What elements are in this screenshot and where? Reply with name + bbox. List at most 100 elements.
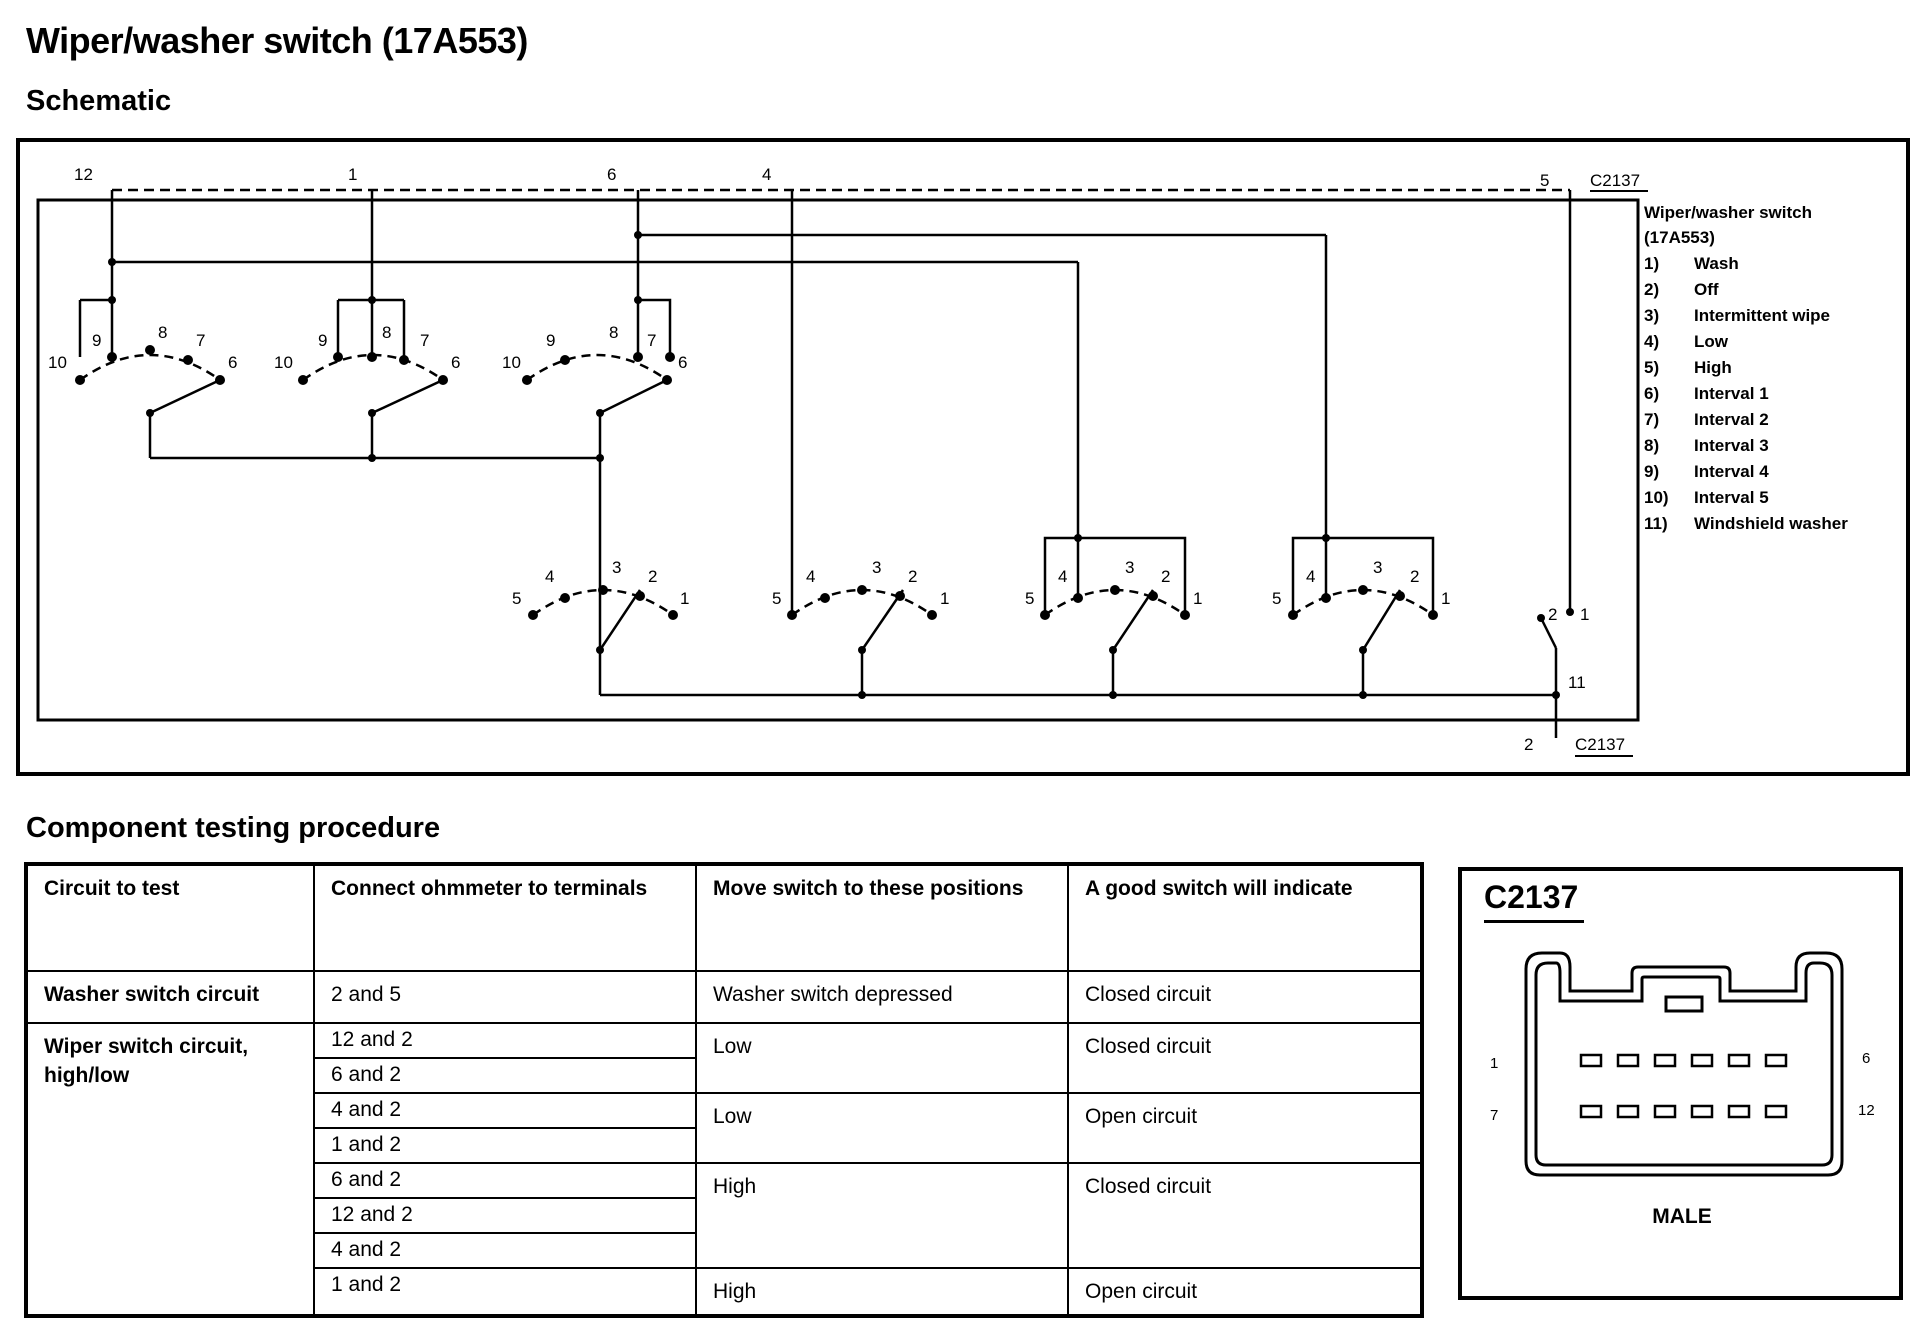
svg-text:2: 2 (648, 567, 657, 586)
svg-text:Wash: Wash (1694, 254, 1739, 273)
connector-pin-label-7: 7 (1490, 1107, 1498, 1124)
svg-text:1: 1 (680, 589, 689, 608)
table-row: 4 and 2 (26, 1232, 1422, 1269)
svg-text:6): 6) (1644, 384, 1659, 403)
svg-text:5): 5) (1644, 358, 1659, 377)
connector-outline-outer (1524, 951, 1844, 1177)
procedure-heading: Component testing procedure (26, 812, 441, 844)
table-header-row: Circuit to test Connect ohmmeter to term… (25, 863, 1423, 972)
svg-text:8: 8 (609, 323, 618, 342)
switch-legend: Wiper/washer switch (17A553) 1)Wash 2)Of… (1644, 203, 1848, 533)
svg-text:6: 6 (451, 353, 460, 372)
svg-text:4): 4) (1644, 332, 1659, 351)
svg-text:4: 4 (1058, 567, 1067, 586)
svg-text:4: 4 (1306, 567, 1315, 586)
svg-text:3: 3 (1125, 558, 1134, 577)
svg-text:2): 2) (1644, 280, 1659, 299)
table-row: 1 and 2 (26, 1127, 1422, 1164)
svg-text:4: 4 (545, 567, 554, 586)
svg-text:Interval 5: Interval 5 (1694, 488, 1769, 507)
connector-outline-inner (1534, 961, 1834, 1167)
svg-text:Off: Off (1694, 280, 1719, 299)
connector-pin-label-6: 6 (1862, 1050, 1870, 1067)
svg-text:Intermittent wipe: Intermittent wipe (1694, 306, 1830, 325)
header-circuit: Circuit to test (25, 863, 315, 972)
svg-text:10: 10 (502, 353, 521, 372)
svg-text:1: 1 (940, 589, 949, 608)
svg-text:4: 4 (806, 567, 815, 586)
schematic-heading: Schematic (26, 85, 172, 117)
svg-text:3): 3) (1644, 306, 1659, 325)
connector-face-diagram: 1 6 7 12 MALE (1490, 951, 1875, 1228)
header-indication: A good switch will indicate (1067, 863, 1423, 972)
svg-text:5: 5 (1272, 589, 1281, 608)
terminal-label-11: 11 (1568, 673, 1586, 692)
pin-label-6: 6 (607, 165, 616, 184)
connector-pin-row-2 (1579, 1104, 1788, 1119)
svg-text:10: 10 (274, 353, 293, 372)
svg-text:7): 7) (1644, 410, 1659, 429)
svg-text:High: High (1694, 358, 1732, 377)
svg-text:9: 9 (546, 331, 555, 350)
svg-text:Windshield washer: Windshield washer (1694, 514, 1848, 533)
svg-text:Wiper/washer switch: Wiper/washer switch (1644, 203, 1812, 222)
washer-contact-2: 2 (1548, 605, 1557, 624)
table-row: 6 and 2 High Closed circuit (26, 1162, 1423, 1269)
svg-text:3: 3 (872, 558, 881, 577)
svg-text:2: 2 (1161, 567, 1170, 586)
svg-text:10): 10) (1644, 488, 1669, 507)
table-row: 1 and 2 High Open circuit (26, 1267, 1423, 1317)
connector-pin-row-1 (1579, 1053, 1788, 1068)
svg-text:3: 3 (1373, 558, 1382, 577)
washer-contact-1: 1 (1580, 605, 1589, 624)
svg-text:Interval 1: Interval 1 (1694, 384, 1769, 403)
svg-text:11): 11) (1644, 514, 1668, 533)
pin-label-5: 5 (1540, 171, 1549, 190)
connector-pin-label-1: 1 (1490, 1055, 1498, 1072)
table-row: Washer switch circuit 2 and 5 Washer swi… (25, 970, 1423, 1024)
svg-text:8: 8 (158, 323, 167, 342)
testing-procedure-table: Circuit to test Connect ohmmeter to term… (24, 862, 1424, 1318)
svg-text:1: 1 (1441, 589, 1450, 608)
svg-text:6: 6 (678, 353, 687, 372)
svg-text:9): 9) (1644, 462, 1659, 481)
svg-text:2: 2 (908, 567, 917, 586)
svg-text:10: 10 (48, 353, 67, 372)
schematic-outer-frame (16, 138, 1910, 776)
svg-text:9: 9 (318, 331, 327, 350)
svg-text:6: 6 (228, 353, 237, 372)
pin-label-4: 4 (762, 165, 771, 184)
pin-label-2: 2 (1524, 735, 1533, 754)
svg-text:1: 1 (1193, 589, 1202, 608)
connector-title: C2137 (1484, 879, 1579, 915)
svg-text:7: 7 (647, 331, 656, 350)
svg-text:7: 7 (420, 331, 429, 350)
page-title: Wiper/washer switch (17A553) (26, 20, 528, 61)
svg-text:8): 8) (1644, 436, 1659, 455)
svg-text:9: 9 (92, 331, 101, 350)
switch-body-outline (36, 198, 1640, 722)
svg-text:3: 3 (612, 558, 621, 577)
header-positions: Move switch to these positions (695, 863, 1069, 972)
svg-text:7: 7 (196, 331, 205, 350)
connector-type-label: MALE (1652, 1205, 1712, 1228)
connector-label-bottom: C2137 (1575, 735, 1625, 754)
svg-text:8: 8 (382, 323, 391, 342)
svg-text:5: 5 (772, 589, 781, 608)
svg-text:Interval 4: Interval 4 (1694, 462, 1769, 481)
table-row: Wiper switch circuit, high/low 12 and 2 … (25, 1022, 1423, 1317)
table-row: 12 and 2 (26, 1197, 1422, 1234)
svg-text:5: 5 (512, 589, 521, 608)
connector-latch (1664, 995, 1704, 1013)
table-row: 4 and 2 Low Open circuit (26, 1092, 1423, 1164)
connector-label-top: C2137 (1590, 171, 1640, 190)
svg-text:2: 2 (1410, 567, 1419, 586)
header-terminals: Connect ohmmeter to terminals (313, 863, 697, 972)
svg-text:Interval 3: Interval 3 (1694, 436, 1769, 455)
connector-view-panel: C2137 1 6 7 12 MALE (1458, 867, 1903, 1300)
pin-label-1: 1 (348, 165, 357, 184)
table-row: 6 and 2 (26, 1057, 1422, 1094)
connector-pin-label-12: 12 (1858, 1102, 1875, 1119)
